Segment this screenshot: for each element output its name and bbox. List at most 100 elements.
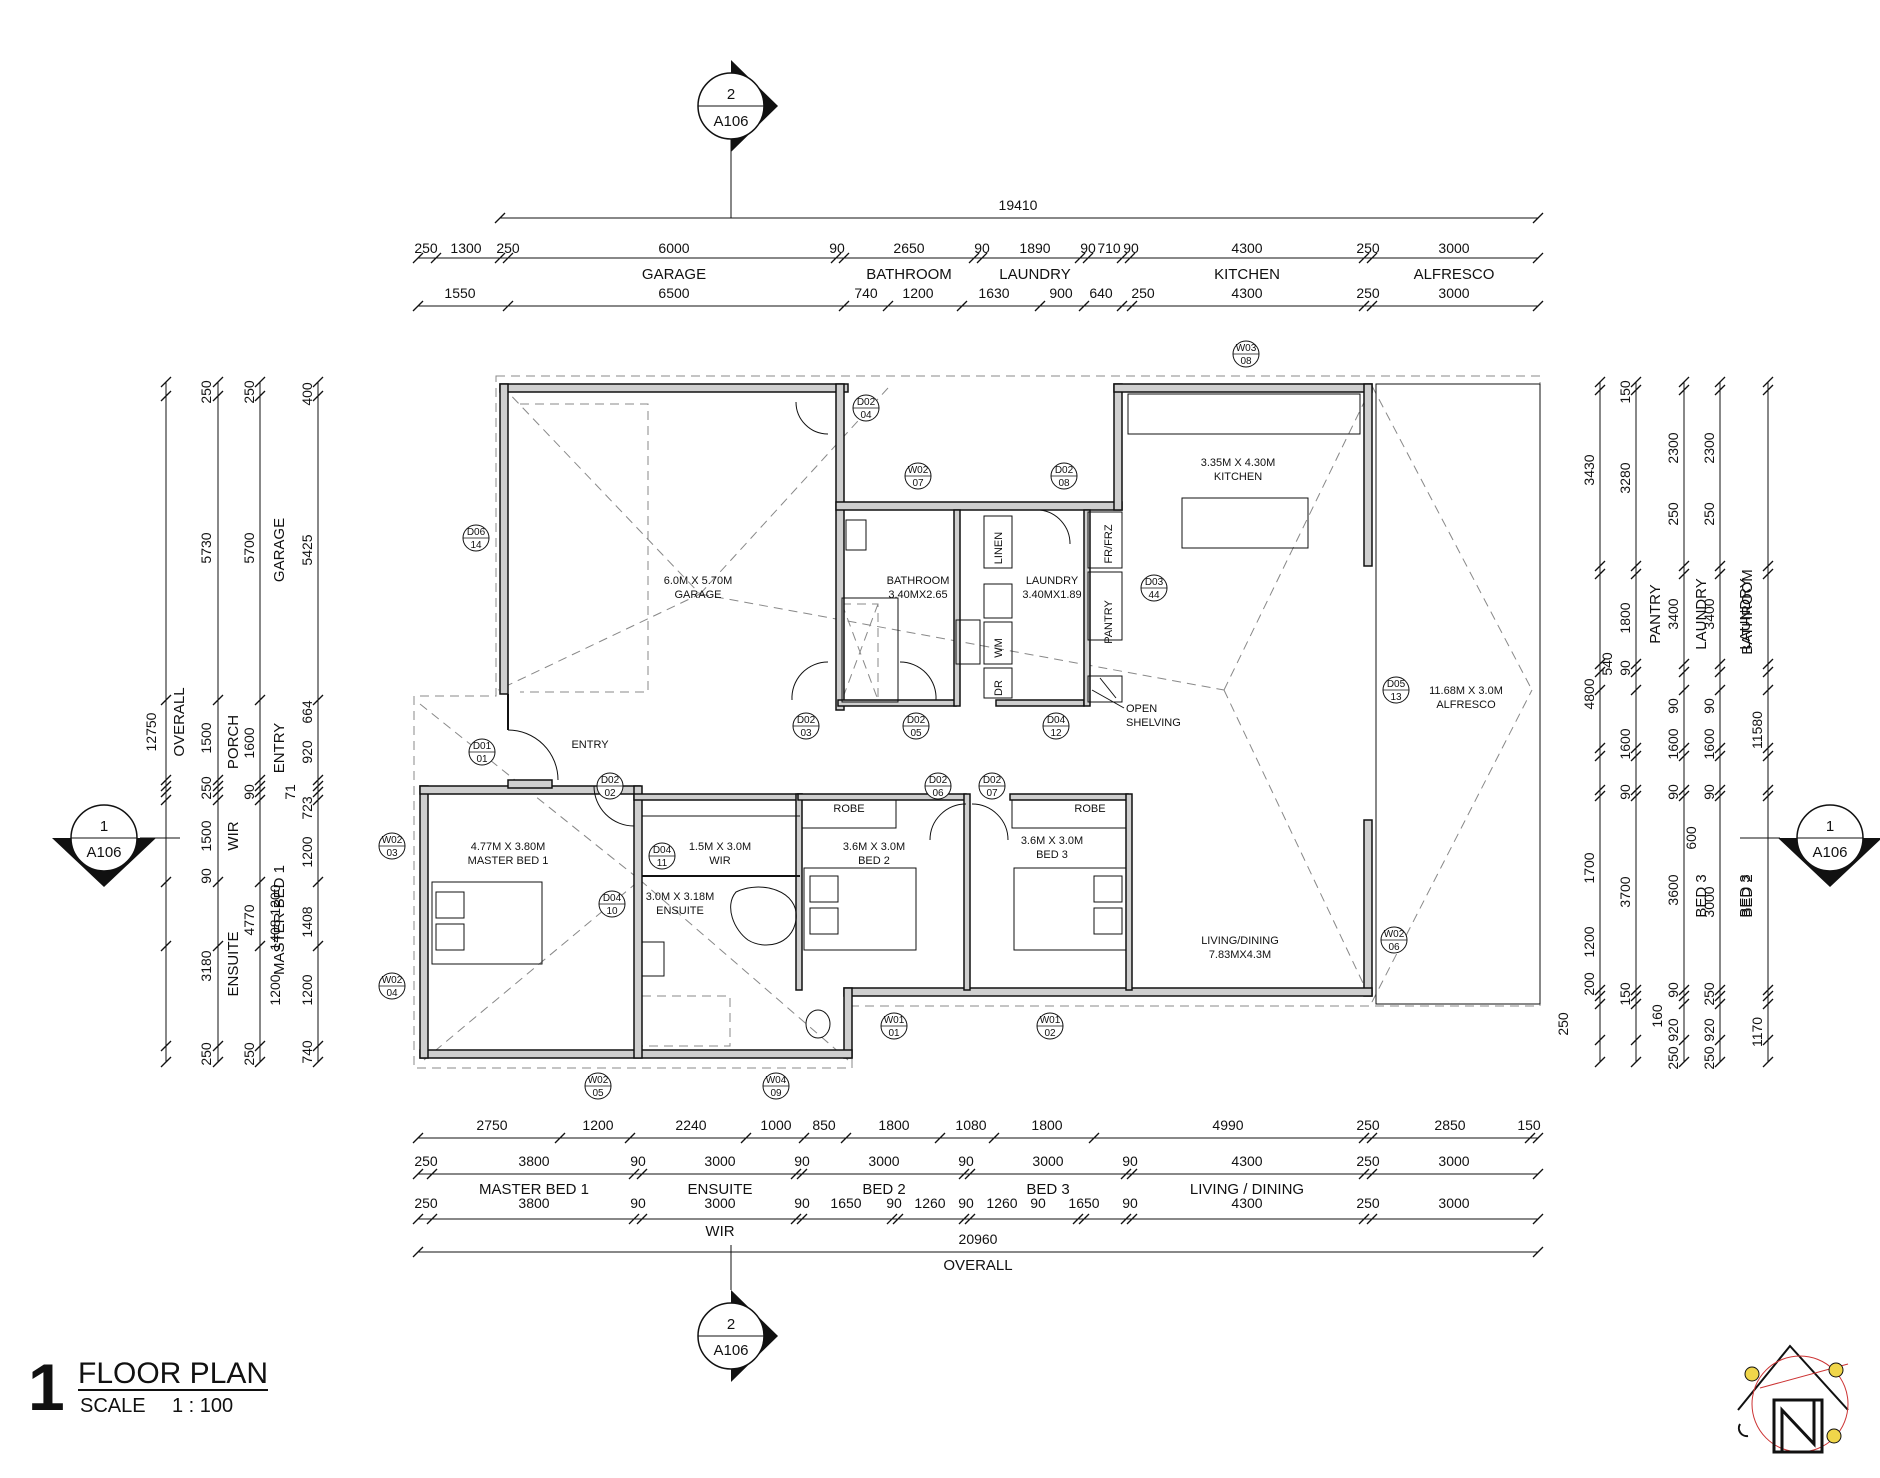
dim-tick xyxy=(886,1213,898,1225)
tag-number: 06 xyxy=(1388,942,1400,953)
dim-tick xyxy=(160,1056,172,1068)
dim-tick xyxy=(212,786,224,798)
dim-tick xyxy=(412,1132,424,1144)
room-master-size: 4.77M X 3.80M xyxy=(471,841,546,853)
dim-tick xyxy=(1630,998,1642,1010)
room-living-name: LIVING/DINING xyxy=(1201,935,1279,947)
dim-text: 150 xyxy=(1617,982,1633,1006)
dim-tick xyxy=(212,876,224,888)
dim-tick xyxy=(1594,750,1606,762)
dim-tick xyxy=(254,780,266,792)
room-openshelving-line2: SHELVING xyxy=(1126,717,1181,729)
dim-tick xyxy=(1078,1213,1090,1225)
dim-label-laundry-2: LAUNDRY xyxy=(1737,578,1754,649)
dim-text: 250 xyxy=(1701,982,1717,1006)
dim-tick xyxy=(1594,742,1606,754)
dim-text: 640 xyxy=(1089,285,1113,301)
dim-text: 2850 xyxy=(1434,1117,1465,1133)
tag-number: 07 xyxy=(986,788,998,799)
dim-label-porch: PORCH xyxy=(225,715,242,769)
section-marker-sheet: A106 xyxy=(713,113,748,130)
dim-tick xyxy=(1714,990,1726,1002)
dim-text: 3000 xyxy=(1438,240,1469,256)
dim-tick xyxy=(1088,1132,1100,1144)
top-dimension-overall: 19410 xyxy=(494,197,1544,224)
dim-text: 400 xyxy=(299,382,315,406)
dim-text: 3800 xyxy=(518,1195,549,1211)
dim-tick xyxy=(312,786,324,798)
room-bed2-name: BED 2 xyxy=(858,855,890,867)
dim-label-bathroom: BATHROOM xyxy=(1739,569,1756,655)
room-openshelving-line1: OPEN xyxy=(1126,703,1157,715)
dim-tick xyxy=(212,774,224,786)
dim-text: 1408 xyxy=(267,919,283,950)
door-window-tags: W0308D0204W0207D0208D0614D0344D0203D0205… xyxy=(378,340,1410,1100)
dim-text: 90 xyxy=(886,1195,902,1211)
section-marker-top[interactable]: 2 A106 xyxy=(697,60,778,218)
dim-tick xyxy=(1358,1213,1370,1225)
tag-number: 13 xyxy=(1390,692,1402,703)
dim-tick xyxy=(160,1040,172,1052)
dim-tick xyxy=(1714,998,1726,1010)
dim-text: 920 xyxy=(299,740,315,764)
dim-tick xyxy=(254,1056,266,1068)
dim-tick xyxy=(1594,1056,1606,1068)
dim-overall-width: 19410 xyxy=(999,197,1038,213)
scale-value: 1 : 100 xyxy=(172,1395,233,1417)
dim-text: 1200 xyxy=(299,836,315,867)
dim-tick xyxy=(1594,384,1606,396)
room-laundry-size: 3.40MX1.89 xyxy=(1022,589,1081,601)
dim-text: 3000 xyxy=(1438,285,1469,301)
section-marker-bottom[interactable]: 2 A106 xyxy=(697,1245,778,1382)
dim-text: 920 xyxy=(1665,1018,1681,1042)
dim-text: 90 xyxy=(1617,784,1633,800)
dim-overall-length: 20960 xyxy=(959,1231,998,1247)
dim-tick xyxy=(312,1040,324,1052)
section-marker-right[interactable]: 1 A106 xyxy=(1740,804,1880,887)
dim-text: 250 xyxy=(1356,240,1380,256)
tag-number: 04 xyxy=(386,988,398,999)
dim-text: 2240 xyxy=(675,1117,706,1133)
dim-tick xyxy=(1124,252,1136,264)
dim-tick xyxy=(554,1132,566,1144)
dim-text: 90 xyxy=(1701,784,1717,800)
dim-tick xyxy=(1594,658,1606,670)
dim-tick xyxy=(964,1168,976,1180)
dim-tick xyxy=(1082,252,1094,264)
dim-tick xyxy=(254,694,266,706)
bottom-dimension-row-2: 250 3800 90 3000 90 3000 90 3000 90 4300… xyxy=(412,1153,1544,1198)
room-bed2-size: 3.6M X 3.0M xyxy=(843,841,905,853)
room-robe3-name: ROBE xyxy=(1074,803,1105,815)
dim-text: 90 xyxy=(794,1195,810,1211)
dim-tick xyxy=(1678,998,1690,1010)
dim-tick xyxy=(1594,998,1606,1010)
room-bed3-size: 3.6M X 3.0M xyxy=(1021,835,1083,847)
dim-tick xyxy=(1594,784,1606,796)
tag-number: 01 xyxy=(476,754,488,765)
dim-tick xyxy=(1714,376,1726,388)
dim-text: 250 xyxy=(241,1042,257,1066)
dim-text: 1300 xyxy=(450,240,481,256)
dim-tick xyxy=(412,300,424,312)
dim-text: 250 xyxy=(1356,1195,1380,1211)
dim-tick xyxy=(1524,1132,1536,1144)
dim-tick xyxy=(1762,998,1774,1010)
dim-tick xyxy=(1120,1168,1132,1180)
dim-text: 4300 xyxy=(1231,285,1262,301)
section-marker-left[interactable]: 1 A106 xyxy=(52,804,180,887)
dim-tick xyxy=(1594,560,1606,572)
room-laundry-name: LAUNDRY xyxy=(1026,575,1079,587)
dim-tick xyxy=(212,794,224,806)
dim-tick xyxy=(628,1213,640,1225)
dim-tick xyxy=(1532,300,1544,312)
tag-number: 06 xyxy=(932,788,944,799)
dim-tick xyxy=(312,1056,324,1068)
dim-text: 2650 xyxy=(893,240,924,256)
dim-text: 3400 xyxy=(1701,598,1717,629)
